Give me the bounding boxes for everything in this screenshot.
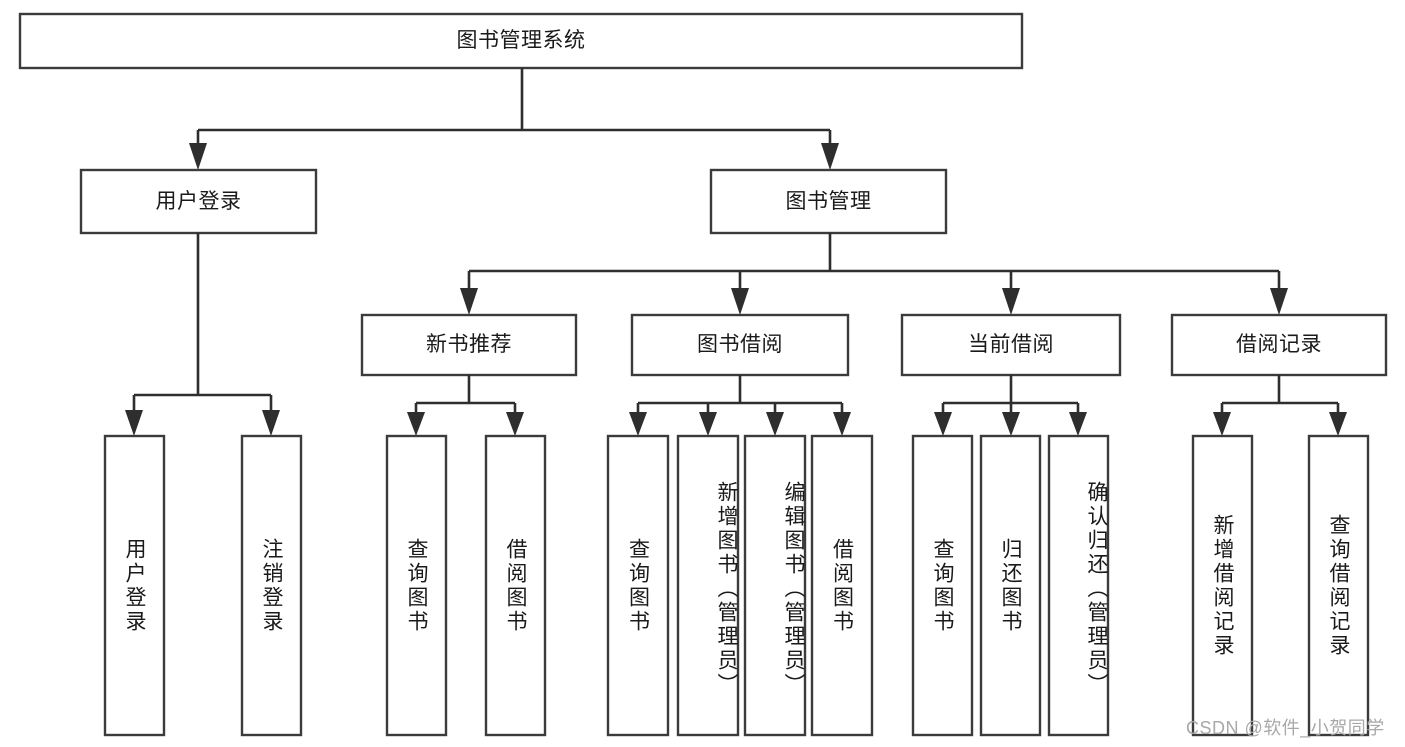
leaf-new-book-1[interactable] [484, 434, 547, 737]
connector-bookmgmt-to-level3 [460, 233, 1288, 315]
node-root[interactable] [18, 12, 1024, 70]
leaf-book-borrow-3[interactable] [810, 434, 874, 737]
connector-borrowrecord-to-leaves [1213, 375, 1347, 436]
leaf-user-login-1[interactable] [240, 434, 303, 737]
leaf-current-borrow-1[interactable] [979, 434, 1042, 737]
node-current-borrow[interactable] [900, 313, 1122, 377]
node-borrow-record[interactable] [1170, 313, 1388, 377]
connector-userlogin-to-leaves [125, 233, 280, 436]
leaf-current-borrow-2[interactable] [1047, 434, 1110, 737]
leaf-book-borrow-0[interactable] [606, 434, 670, 737]
leaf-user-login-0[interactable] [103, 434, 166, 737]
leaf-borrow-record-0[interactable] [1191, 434, 1254, 737]
node-book-management[interactable] [709, 168, 948, 235]
node-book-borrow[interactable] [630, 313, 850, 377]
node-new-book-recommend[interactable] [360, 313, 578, 377]
leaf-book-borrow-1[interactable] [676, 434, 740, 737]
connector-currentborrow-to-leaves [934, 375, 1087, 436]
connector-root-to-level2 [189, 68, 839, 170]
connector-bookborrow-to-leaves [629, 375, 851, 436]
leaf-book-borrow-2[interactable] [743, 434, 807, 737]
leaf-new-book-0[interactable] [385, 434, 448, 737]
leaf-borrow-record-1[interactable] [1307, 434, 1370, 737]
node-user-login[interactable] [79, 168, 318, 235]
leaf-current-borrow-0[interactable] [911, 434, 974, 737]
connector-newbook-to-leaves [407, 375, 524, 436]
csdn-watermark: CSDN @软件_小贺同学 [1186, 718, 1385, 738]
